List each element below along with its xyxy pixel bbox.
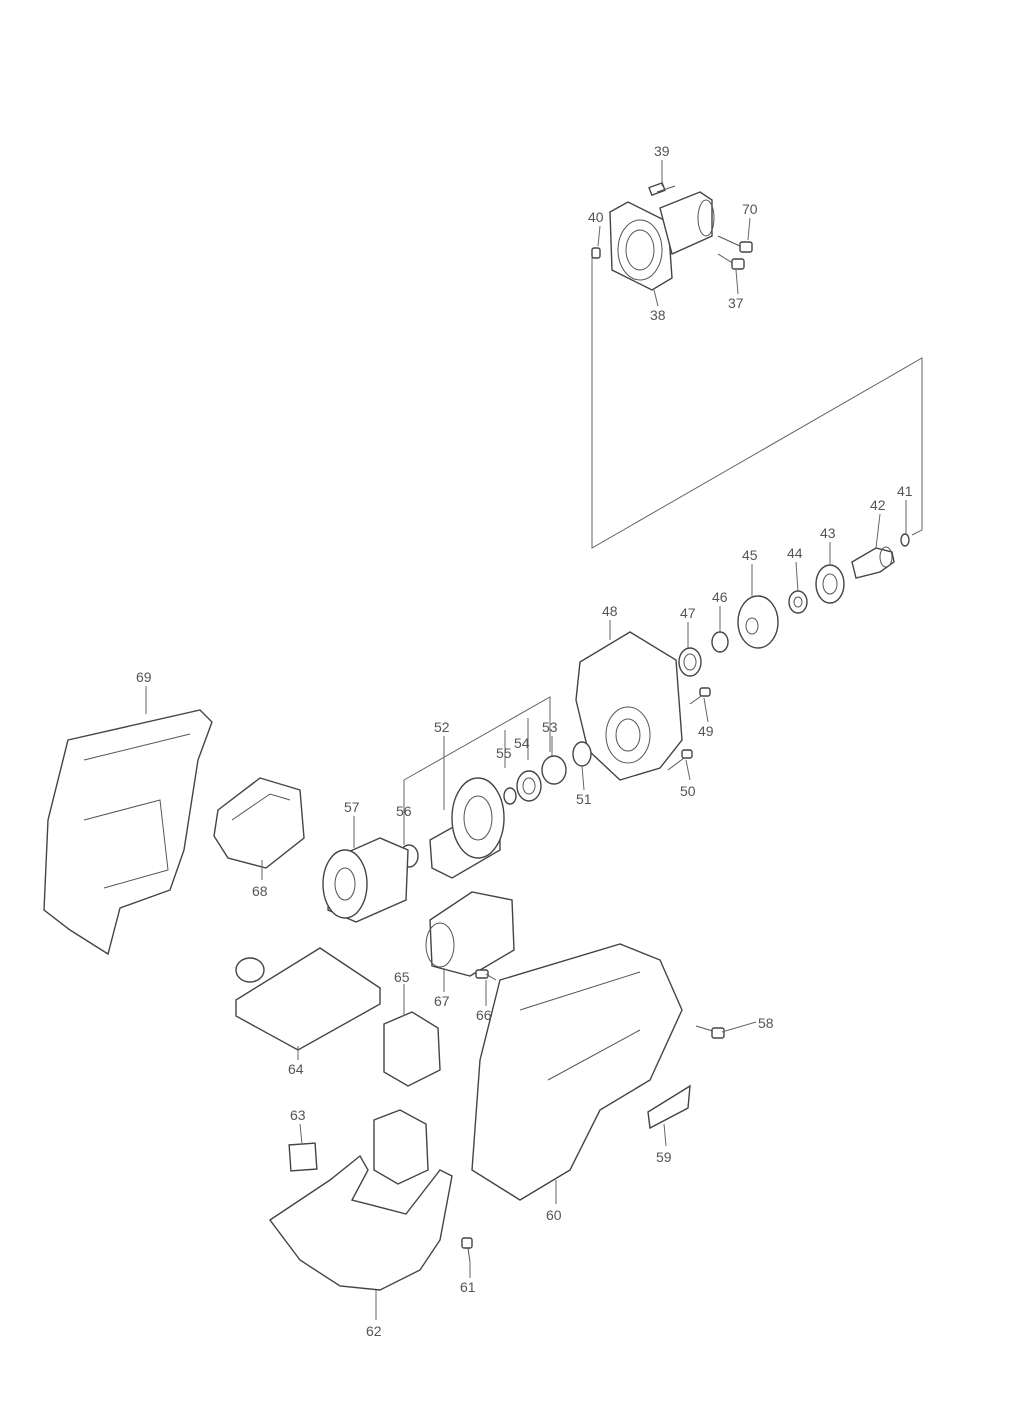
- part-67-motor-unit: [425, 891, 515, 977]
- part-46-washer: [711, 631, 729, 653]
- part-51-o-ring: [572, 741, 592, 767]
- callout-54: 54: [514, 735, 530, 751]
- callout-56: 56: [396, 803, 412, 819]
- callout-64: 64: [288, 1061, 304, 1077]
- callout-50: 50: [680, 783, 696, 799]
- part-48-gear-housing: [575, 631, 683, 781]
- part-43-bearing: [815, 564, 845, 604]
- callout-63: 63: [290, 1107, 306, 1123]
- part-64-controller: [234, 947, 382, 1051]
- callout-labels: 39 40 70 37 38 41 42 43 44 45 46 47 48 4…: [136, 143, 913, 1339]
- callout-66: 66: [476, 1007, 492, 1023]
- part-61-screw: [461, 1237, 473, 1263]
- part-50-screw: [667, 749, 693, 771]
- callout-70: 70: [742, 201, 758, 217]
- part-55-washer: [503, 787, 517, 805]
- callout-40: 40: [588, 209, 604, 225]
- callout-58: 58: [758, 1015, 774, 1031]
- part-44-washer: [788, 590, 808, 614]
- callout-68: 68: [252, 883, 268, 899]
- part-63-label: [288, 1142, 318, 1172]
- callout-39: 39: [654, 143, 670, 159]
- part-49-screw: [689, 687, 711, 705]
- part-47-ring: [678, 647, 702, 677]
- part-switch-lower: [373, 1109, 429, 1185]
- callout-41: 41: [897, 483, 913, 499]
- leader-lines: [145, 160, 907, 1320]
- callout-53: 53: [542, 719, 558, 735]
- part-69-housing-left: [43, 709, 213, 956]
- part-60-housing-right: [471, 943, 683, 1201]
- part-65-switch: [383, 1011, 441, 1087]
- part-57-stator: [322, 837, 409, 923]
- part-42-spindle: [851, 546, 895, 579]
- callout-49: 49: [698, 723, 714, 739]
- callout-69: 69: [136, 669, 152, 685]
- callout-44: 44: [787, 545, 803, 561]
- part-59-label: [647, 1084, 691, 1130]
- part-70-screw: [717, 235, 753, 253]
- callout-51: 51: [576, 791, 592, 807]
- part-41-ring: [900, 533, 910, 547]
- callout-46: 46: [712, 589, 728, 605]
- callout-61: 61: [460, 1279, 476, 1295]
- part-38-housing: [609, 191, 715, 291]
- callout-37: 37: [728, 295, 744, 311]
- part-62-base-plate: [268, 1154, 453, 1291]
- part-37-screw: [717, 253, 745, 270]
- part-39-screw: [648, 181, 676, 197]
- part-52-rotor: [429, 777, 505, 879]
- part-40-pin: [591, 247, 601, 259]
- part-53-pinion: [541, 755, 567, 785]
- callout-43: 43: [820, 525, 836, 541]
- part-66-screw: [475, 969, 497, 981]
- part-58-screw: [695, 1025, 725, 1039]
- part-54-bearing: [516, 770, 542, 802]
- callout-48: 48: [602, 603, 618, 619]
- callout-60: 60: [546, 1207, 562, 1223]
- callout-59: 59: [656, 1149, 672, 1165]
- part-45-gear: [737, 595, 779, 649]
- callout-42: 42: [870, 497, 886, 513]
- callout-55: 55: [496, 745, 512, 761]
- callout-45: 45: [742, 547, 758, 563]
- callout-65: 65: [394, 969, 410, 985]
- callout-47: 47: [680, 605, 696, 621]
- callout-52: 52: [434, 719, 450, 735]
- callout-62: 62: [366, 1323, 382, 1339]
- callout-67: 67: [434, 993, 450, 1009]
- part-68-bracket: [213, 777, 305, 869]
- callout-38: 38: [650, 307, 666, 323]
- callout-57: 57: [344, 799, 360, 815]
